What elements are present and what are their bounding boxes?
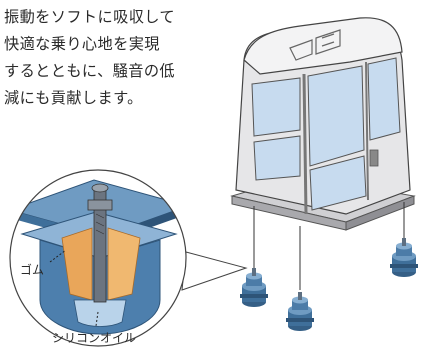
description-line-1: 振動をソフトに吸収して bbox=[4, 8, 176, 26]
description-line-3: するとともに、騒音の低 bbox=[4, 62, 176, 80]
label-rubber: ゴム bbox=[20, 262, 44, 277]
description-line-4: 減にも貢献します。 bbox=[4, 89, 143, 107]
mount-front-right bbox=[286, 292, 314, 331]
cab-illustration bbox=[230, 17, 416, 231]
mount-front-left bbox=[240, 268, 268, 307]
description-line-2: 快適な乗り心地を実現 bbox=[4, 35, 160, 53]
cross-section-inset: ゴム シリコンオイル bbox=[9, 169, 248, 347]
mount-rear-right bbox=[390, 238, 418, 277]
roof-emblem bbox=[289, 29, 341, 61]
description-text: 振動をソフトに吸収して 快適な乗り心地を実現 するとともに、騒音の低 減にも貢献… bbox=[4, 4, 219, 112]
label-silicone-oil: シリコンオイル bbox=[52, 331, 136, 345]
external-mounts bbox=[240, 202, 418, 331]
